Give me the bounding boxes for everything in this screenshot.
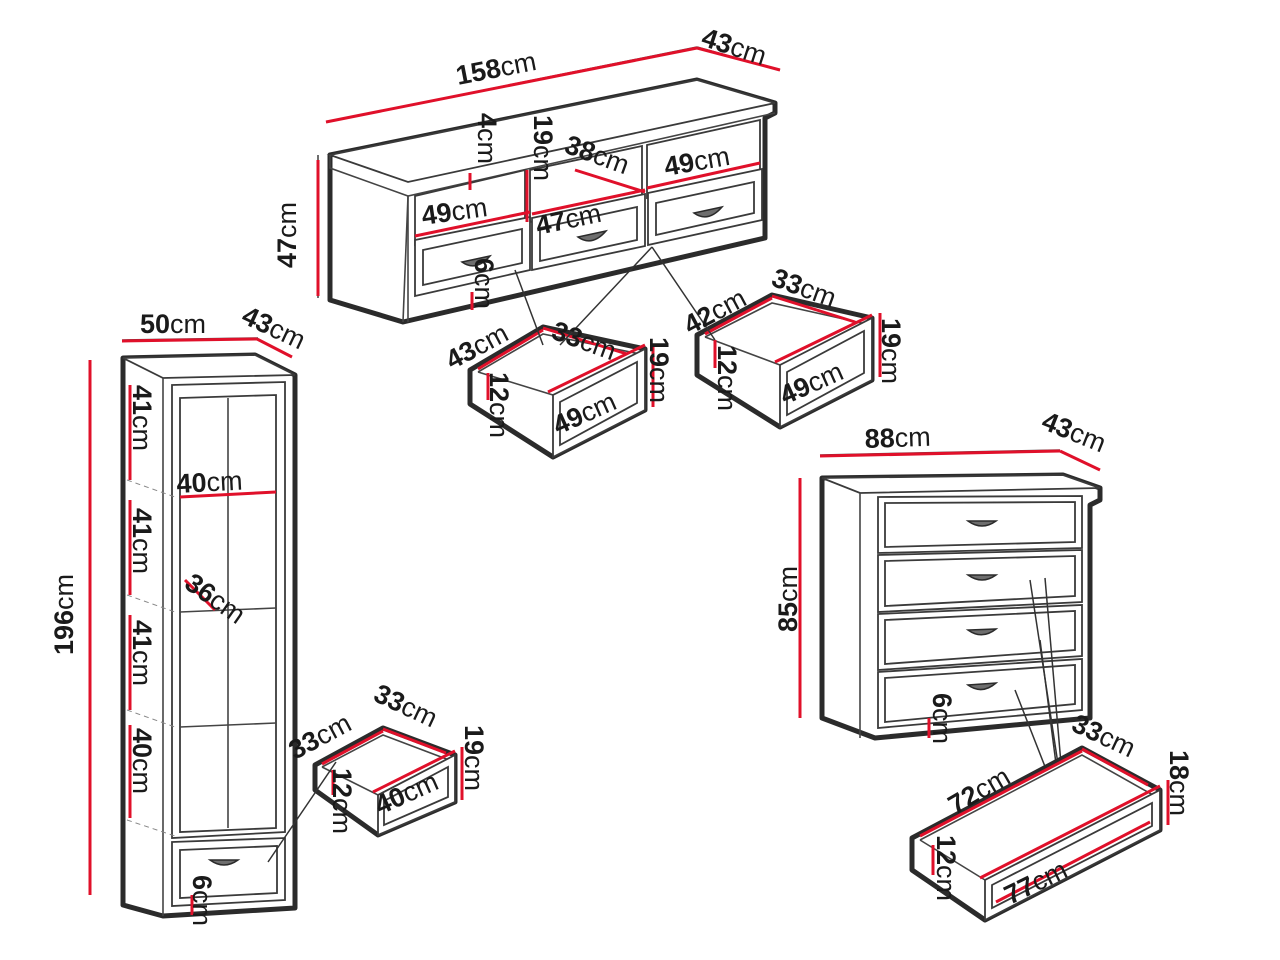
tv-drawer-left bbox=[467, 269, 655, 460]
chest-of-drawers-width-label: 88cm bbox=[864, 422, 931, 454]
display-cabinet-shelf-spacing-3-label: 41cm bbox=[127, 620, 157, 686]
chest-drawer-inner-height-label: 12cm bbox=[931, 835, 961, 901]
tv-cabinet bbox=[316, 46, 781, 325]
tv-cabinet-height-label: 47cm bbox=[272, 202, 302, 268]
tv-cabinet-plinth-height-label: 6cm bbox=[469, 258, 499, 309]
display-cabinet-shelf-width-label: 40cm bbox=[176, 466, 244, 499]
display-drawer bbox=[267, 725, 464, 863]
tv-drawer-right bbox=[559, 246, 882, 430]
display-cabinet-height-label: 196cm bbox=[49, 574, 79, 655]
chest-of-drawers bbox=[798, 449, 1103, 811]
display-cabinet-plinth-height-label: 6cm bbox=[187, 875, 217, 926]
display-cabinet-width-label: 50cm bbox=[140, 309, 206, 339]
tv-cabinet-width-label: 158cm bbox=[453, 46, 538, 91]
tv-cabinet-front-width-middle-label: 47cm bbox=[533, 198, 604, 241]
tv-drawer-left-inner-height-label: 12cm bbox=[484, 372, 514, 438]
tv-drawer-right-inner-height-label: 12cm bbox=[712, 345, 742, 411]
tv-cabinet-depth-label: 43cm bbox=[698, 22, 770, 71]
chest-of-drawers-height-label: 85cm bbox=[773, 566, 803, 632]
display-drawer-height-label: 19cm bbox=[459, 725, 489, 791]
tv-cabinet-front-width-left-label: 49cm bbox=[420, 192, 490, 231]
chest-of-drawers-plinth-height-label: 6cm bbox=[927, 693, 957, 744]
display-drawer-inner-height-label: 12cm bbox=[327, 768, 357, 834]
display-cabinet bbox=[88, 337, 298, 919]
display-cabinet-shelf-spacing-4-label: 40cm bbox=[127, 728, 157, 794]
display-drawer-width-inner-label: 33cm bbox=[369, 678, 442, 733]
chest-drawer-height-label: 18cm bbox=[1164, 750, 1194, 816]
tv-drawer-left-height-label: 19cm bbox=[644, 337, 674, 403]
tv-cabinet-niche-width-right-label: 49cm bbox=[662, 141, 732, 182]
chest-drawer bbox=[909, 745, 1170, 923]
display-cabinet-shelf-spacing-2-label: 41cm bbox=[127, 508, 157, 574]
tv-drawer-right-height-label: 19cm bbox=[876, 318, 906, 384]
display-cabinet-shelf-spacing-1-label: 41cm bbox=[127, 385, 157, 451]
tv-cabinet-top-thickness-label: 4cm bbox=[472, 113, 502, 164]
tv-cabinet-niche-height-label: 19cm bbox=[528, 115, 558, 181]
